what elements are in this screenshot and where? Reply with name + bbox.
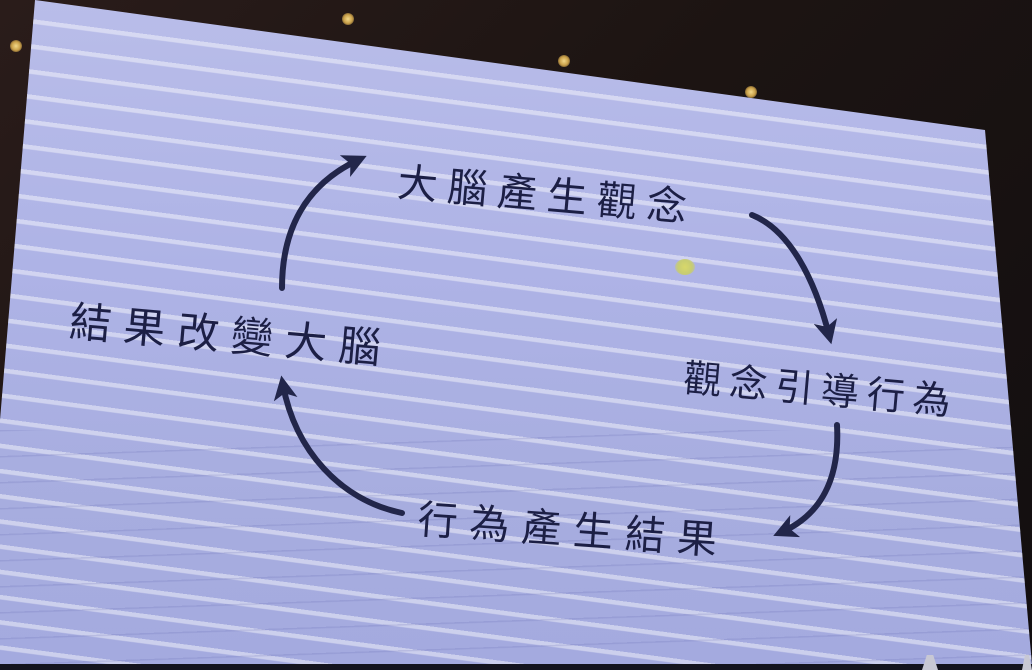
laser-pointer-dot xyxy=(675,259,695,275)
ceiling-light xyxy=(745,86,757,98)
screen-mount-bracket xyxy=(922,655,938,670)
ceiling-light xyxy=(558,55,570,67)
ceiling-light xyxy=(342,13,354,25)
scanline-stripes-lower xyxy=(0,430,1032,665)
screen-mount-bracket xyxy=(1022,655,1032,670)
ceiling-light xyxy=(10,40,22,52)
screen-bottom-frame xyxy=(0,664,1032,670)
